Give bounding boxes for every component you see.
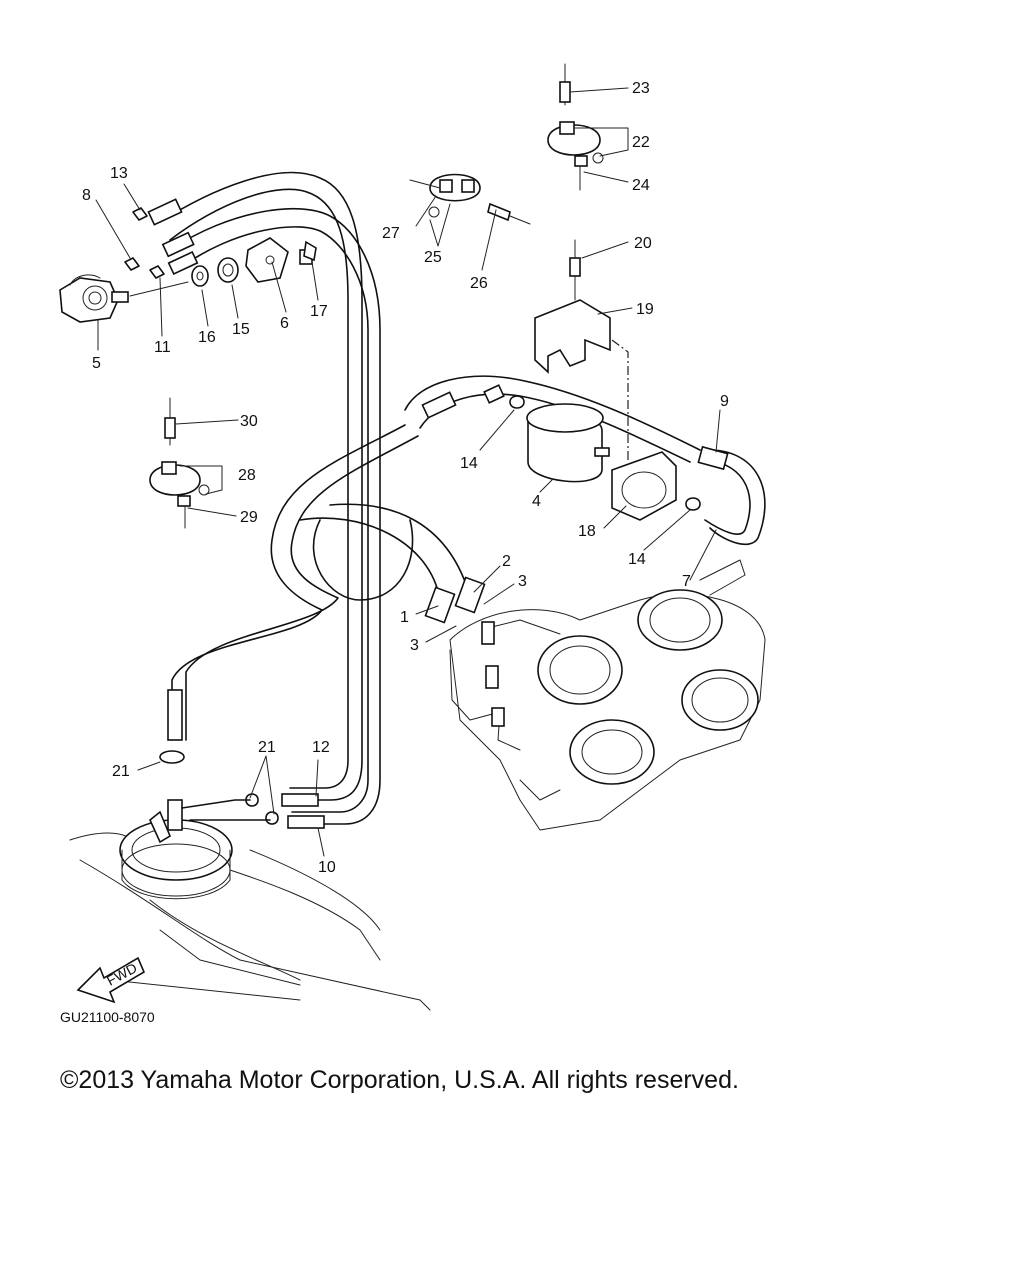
- hose-routing: [147, 171, 701, 825]
- callout-16: 16: [198, 329, 216, 346]
- clamp-28: [149, 397, 210, 529]
- figure-code: GU21100-8070: [60, 1009, 155, 1025]
- callout-6: 6: [280, 315, 289, 332]
- throttle-bodies: [449, 559, 766, 831]
- callout-5: 5: [92, 355, 101, 372]
- clamp-14-right: [685, 497, 701, 511]
- callout-18: 18: [578, 523, 596, 540]
- small-parts-cluster: [124, 207, 317, 287]
- callout-21-center: 21: [258, 739, 276, 756]
- callout-3-upper: 3: [518, 573, 527, 590]
- callout-1: 1: [400, 609, 409, 626]
- filter-holder-18: [611, 451, 677, 521]
- forward-arrow-icon: FWD: [76, 956, 146, 1004]
- callout-3-lower: 3: [410, 637, 419, 654]
- hose-9: [699, 459, 751, 535]
- copyright-notice: ©2013 Yamaha Motor Corporation, U.S.A. A…: [60, 1066, 739, 1094]
- callout-4: 4: [532, 493, 541, 510]
- callout-28: 28: [238, 467, 256, 484]
- callout-30: 30: [240, 413, 258, 430]
- callout-13: 13: [110, 165, 128, 182]
- leader-lines: [95, 87, 721, 857]
- fuel-tank: [69, 750, 431, 1011]
- callout-17: 17: [310, 303, 328, 320]
- bracket-19: [534, 239, 629, 460]
- callout-24: 24: [632, 177, 650, 194]
- callout-23: 23: [632, 80, 650, 97]
- callout-25: 25: [424, 249, 442, 266]
- callout-21-left: 21: [112, 763, 130, 780]
- callout-15: 15: [232, 321, 250, 338]
- callout-27: 27: [382, 225, 400, 242]
- callout-20: 20: [634, 235, 652, 252]
- callout-14-left: 14: [460, 455, 478, 472]
- clamp-27: [409, 173, 531, 225]
- callout-22: 22: [632, 134, 650, 151]
- callout-11: 11: [154, 339, 171, 356]
- callout-19: 19: [636, 301, 654, 318]
- callout-14-right: 14: [628, 551, 646, 568]
- callout-7: 7: [682, 573, 691, 590]
- valve-assembly: [59, 274, 129, 323]
- callout-2: 2: [502, 553, 511, 570]
- callout-26: 26: [470, 275, 488, 292]
- callout-8: 8: [82, 187, 91, 204]
- callout-10: 10: [318, 859, 336, 876]
- callout-labels: 23 22 24 20 19 13 8 11 16 15 6 17 5 27 2…: [60, 80, 729, 1025]
- callout-9: 9: [720, 393, 729, 410]
- fuel-filter-4: [526, 403, 610, 483]
- callout-29: 29: [240, 509, 258, 526]
- callout-12: 12: [312, 739, 330, 756]
- clamp-22: [547, 63, 604, 191]
- clamp-14-left: [509, 395, 525, 409]
